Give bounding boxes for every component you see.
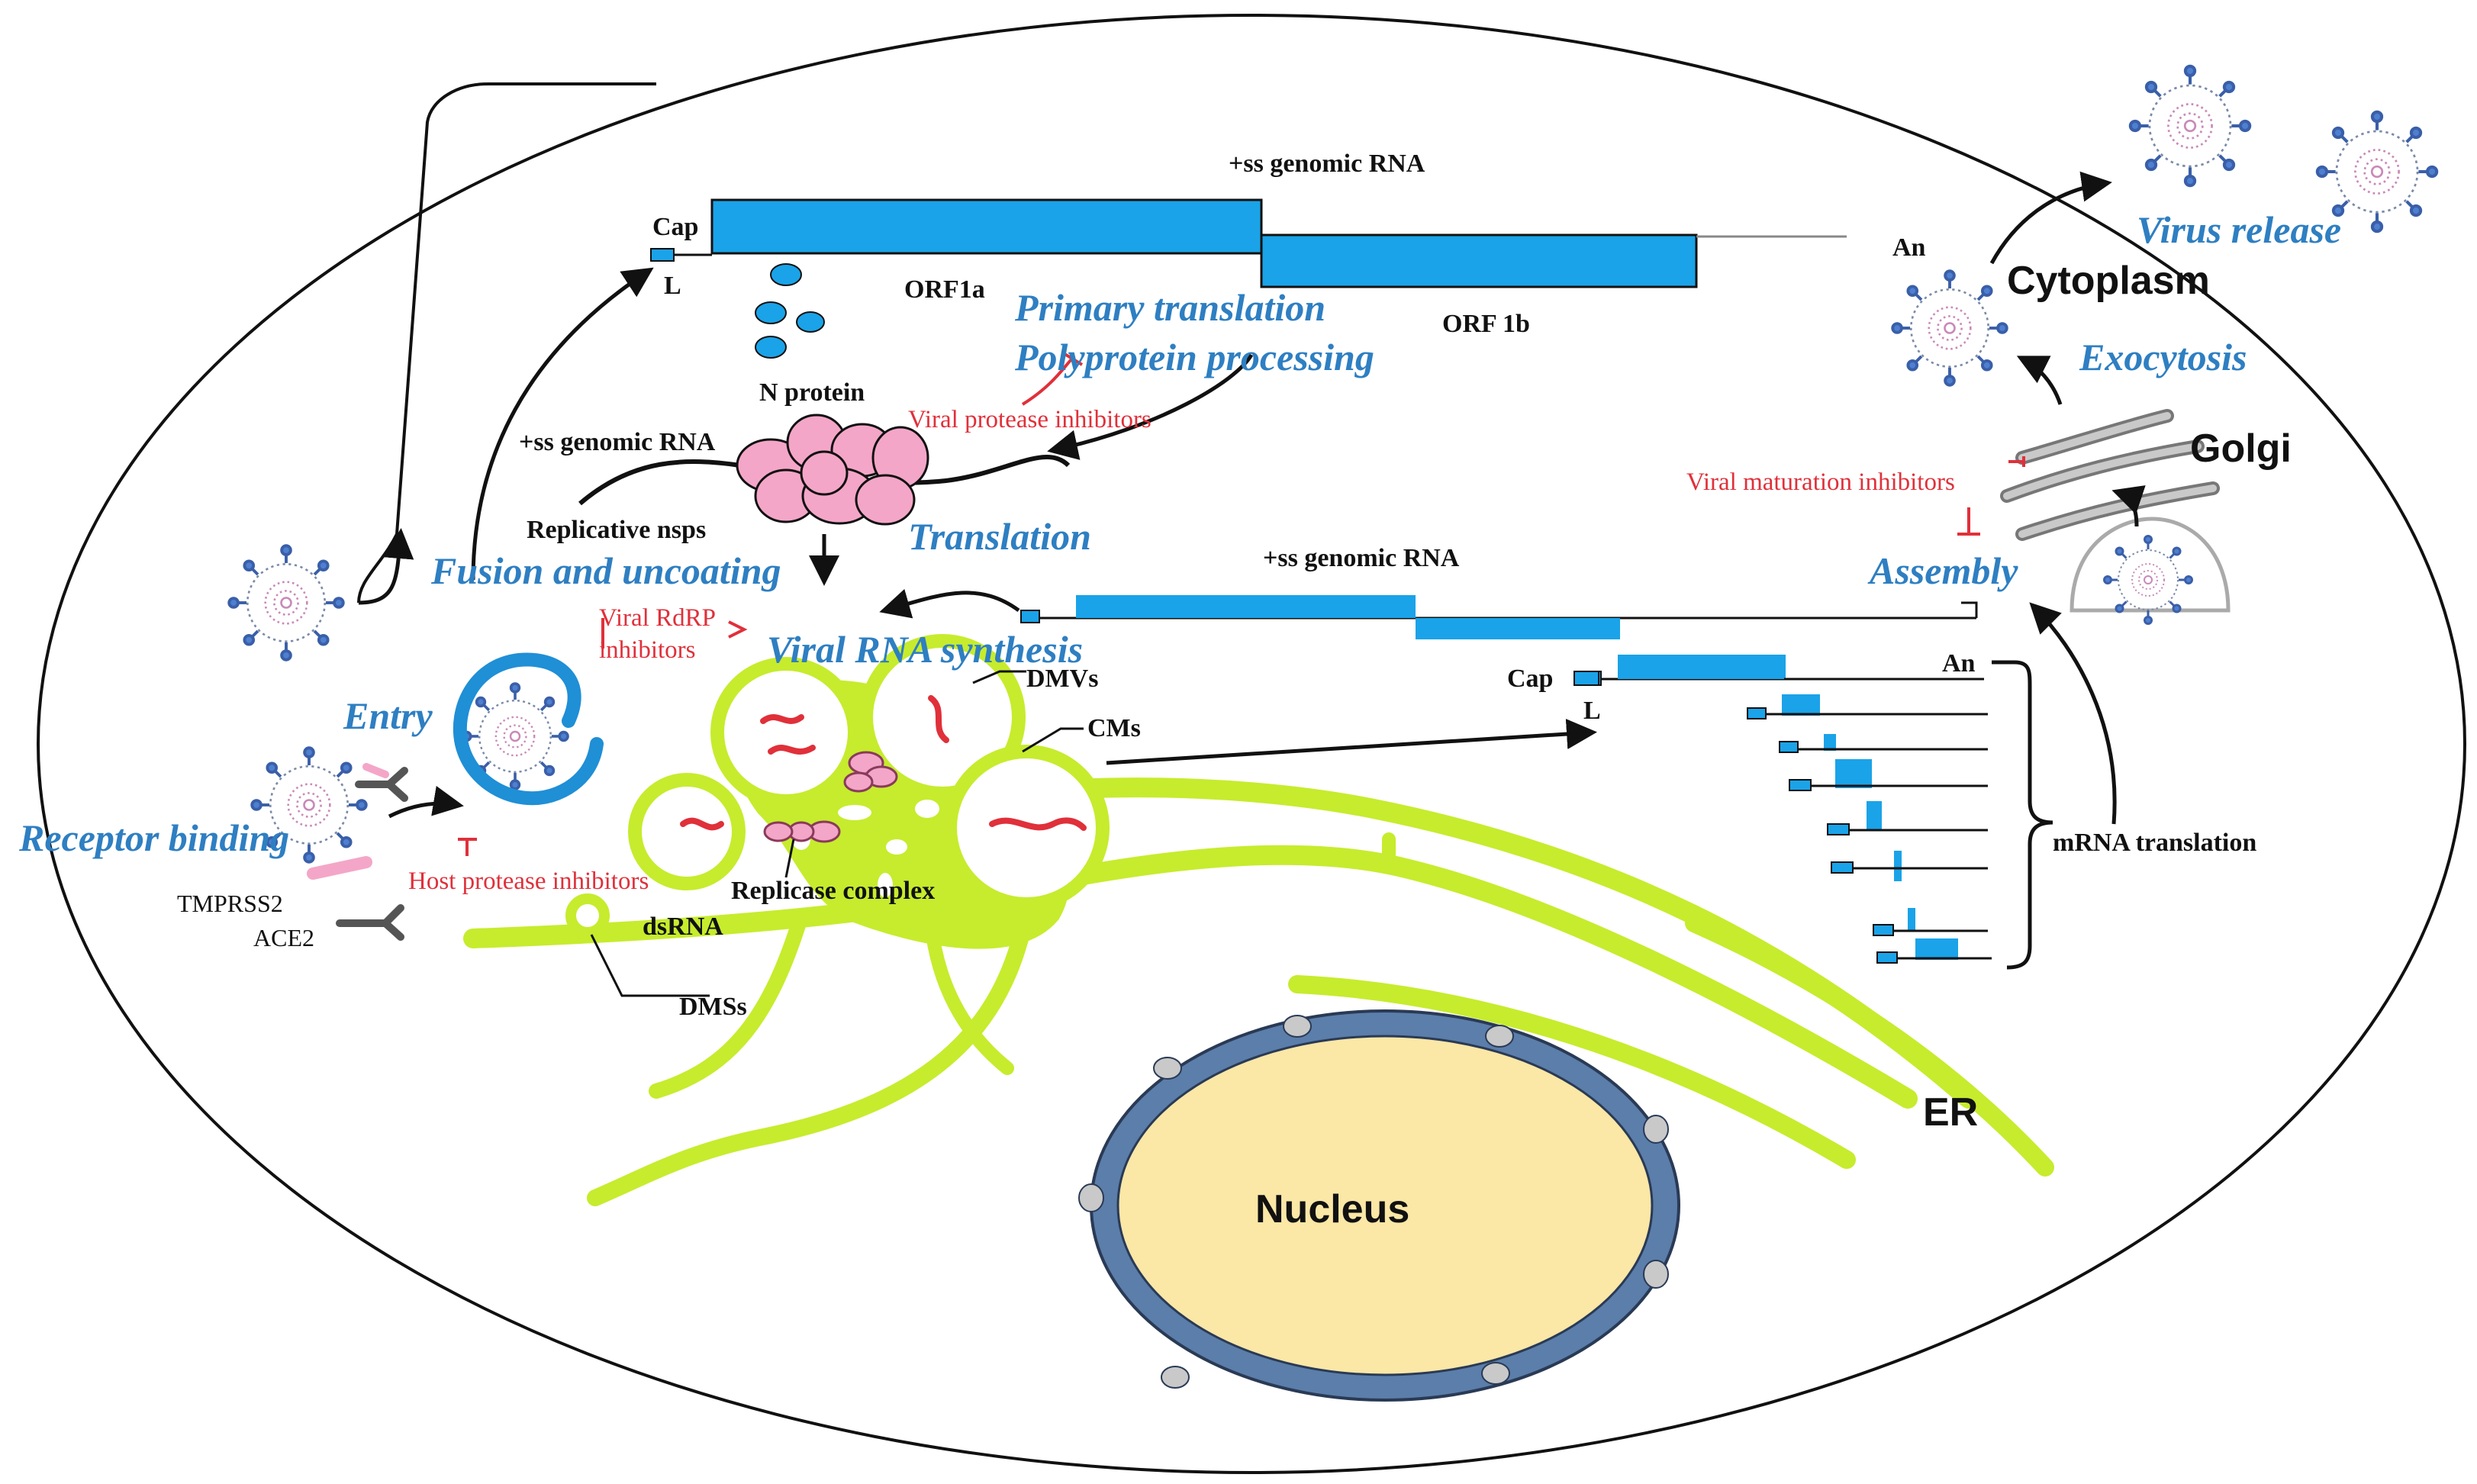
stage-polyprotein-processing: Polyprotein processing bbox=[1014, 336, 1374, 378]
stage-assembly: Assembly bbox=[1867, 549, 2018, 592]
cell-membrane bbox=[37, 14, 2466, 1474]
orf1b-bar-mid bbox=[1416, 618, 1620, 639]
inhibitor-viral-rdrp-line1: Viral RdRP bbox=[599, 604, 716, 632]
sg-rna-row bbox=[1876, 938, 1992, 964]
leader-box-top bbox=[650, 248, 675, 262]
stage-receptor-binding: Receptor binding bbox=[18, 816, 289, 859]
label-genomic-rna-left: +ss genomic RNA bbox=[519, 428, 716, 456]
dmv-lumen-holes bbox=[792, 800, 939, 897]
inhibitor-viral-maturation: Viral maturation inhibitors bbox=[1686, 468, 1955, 496]
arrow-fusion-path bbox=[358, 528, 414, 605]
label-an-sub: An bbox=[1942, 649, 1976, 678]
sg-rna-row bbox=[1747, 694, 1988, 719]
label-l-top: L bbox=[664, 272, 681, 300]
label-nucleus: Nucleus bbox=[1255, 1187, 1409, 1231]
inhibitor-marks bbox=[458, 351, 2025, 856]
label-genomic-rna-mid: +ss genomic RNA bbox=[1263, 544, 1460, 572]
entry-channel bbox=[357, 82, 656, 604]
orf1b-bar bbox=[1260, 233, 1698, 288]
sg-rna-row bbox=[1827, 801, 1988, 835]
sg-rna-row bbox=[1831, 851, 1988, 881]
stage-primary-translation: Primary translation bbox=[1014, 286, 1325, 329]
label-genomic-rna-top: +ss genomic RNA bbox=[1229, 150, 1425, 178]
genomic-rna-top bbox=[650, 198, 1847, 288]
dmv-cluster bbox=[628, 634, 1110, 949]
golgi-stack-inner bbox=[2003, 412, 2217, 538]
virion-icon bbox=[2131, 66, 2250, 185]
sg-rna-row bbox=[1789, 759, 1988, 791]
label-mrna-translation: mRNA translation bbox=[2053, 829, 2256, 857]
label-cap-top: Cap bbox=[652, 213, 698, 241]
nucleus bbox=[1078, 1009, 1680, 1402]
cms-pointer bbox=[1022, 727, 1084, 753]
arrow-mrna-to-assembly bbox=[2029, 602, 2117, 825]
dms-pointer bbox=[590, 934, 710, 997]
label-n-protein: N protein bbox=[759, 378, 865, 407]
label-cytoplasm: Cytoplasm bbox=[2007, 259, 2210, 303]
arrow-entry bbox=[388, 786, 464, 819]
label-orf1a: ORF1a bbox=[904, 275, 985, 304]
label-tmprss2: TMPRSS2 bbox=[177, 890, 283, 917]
receptors bbox=[307, 763, 408, 941]
inhibitor-viral-rdrp-line2: inhibitors bbox=[599, 636, 696, 664]
replicase-pointer bbox=[784, 839, 795, 878]
arrow-golgi-to-exocytosis bbox=[2016, 356, 2063, 405]
subgenomic-rnas bbox=[1573, 655, 1992, 964]
arrow-cm-to-subgenomic bbox=[1106, 719, 1597, 765]
tmprss2-receptor-icon bbox=[307, 856, 372, 880]
arrow-polyprotein-to-nsps bbox=[1047, 353, 1254, 460]
label-dmvs: DMVs bbox=[1026, 665, 1098, 693]
label-er: ER bbox=[1923, 1090, 1978, 1135]
label-replicative-nsps: Replicative nsps bbox=[527, 516, 706, 544]
dmvs-pointer bbox=[972, 670, 1026, 684]
arrow-translation-to-synthesis bbox=[879, 588, 1020, 619]
stage-exocytosis: Exocytosis bbox=[2079, 336, 2247, 378]
label-cap-sub: Cap bbox=[1507, 665, 1553, 693]
arrow-uncoat-to-cap bbox=[471, 267, 654, 581]
endosome-icon bbox=[453, 652, 604, 806]
label-golgi: Golgi bbox=[2190, 427, 2292, 471]
stage-virus-release: Virus release bbox=[2137, 208, 2341, 251]
label-dsrna: dsRNA bbox=[643, 913, 723, 941]
orf1a-bar bbox=[710, 198, 1263, 255]
label-l-sub: L bbox=[1583, 697, 1601, 725]
inhibitor-host-protease: Host protease inhibitors bbox=[408, 868, 649, 895]
sg-rna-row bbox=[1873, 908, 1988, 936]
n-protein-dots bbox=[755, 263, 825, 359]
orf1a-bar-mid bbox=[1076, 595, 1416, 618]
label-orf1b: ORF 1b bbox=[1442, 310, 1530, 338]
replicative-nsps-cluster bbox=[736, 414, 929, 526]
replicase-complex-blobs bbox=[763, 751, 898, 843]
inhibitor-viral-protease: Viral protease inhibitors bbox=[908, 406, 1152, 433]
label-ace2: ACE2 bbox=[253, 924, 314, 951]
viral-rna-strands bbox=[680, 695, 1087, 831]
stage-entry: Entry bbox=[343, 694, 433, 737]
ace2-receptor-top-icon bbox=[355, 767, 408, 802]
arrow-release bbox=[1989, 171, 2112, 265]
label-replicase-complex: Replicase complex bbox=[731, 877, 935, 905]
virion-icon bbox=[227, 544, 345, 662]
stage-viral-rna-synthesis: Viral RNA synthesis bbox=[767, 628, 1083, 671]
arrow-budding-to-golgi bbox=[2111, 485, 2146, 527]
flow-arrows bbox=[358, 171, 2146, 825]
virion-icon bbox=[1891, 269, 2008, 387]
genomic-rna-mid bbox=[1020, 595, 1978, 639]
mrna-bracket bbox=[1992, 660, 2053, 970]
stage-translation: Translation bbox=[908, 515, 1091, 558]
stage-fusion-uncoating: Fusion and uncoating bbox=[430, 549, 781, 592]
label-cms: CMs bbox=[1087, 714, 1141, 742]
ace2-receptor-icon bbox=[336, 904, 404, 941]
sg-rna-longest bbox=[1573, 655, 1784, 686]
label-an-top: An bbox=[1892, 233, 1926, 262]
sg-rna-row bbox=[1779, 734, 1988, 753]
label-dmss: DMSs bbox=[679, 993, 747, 1021]
